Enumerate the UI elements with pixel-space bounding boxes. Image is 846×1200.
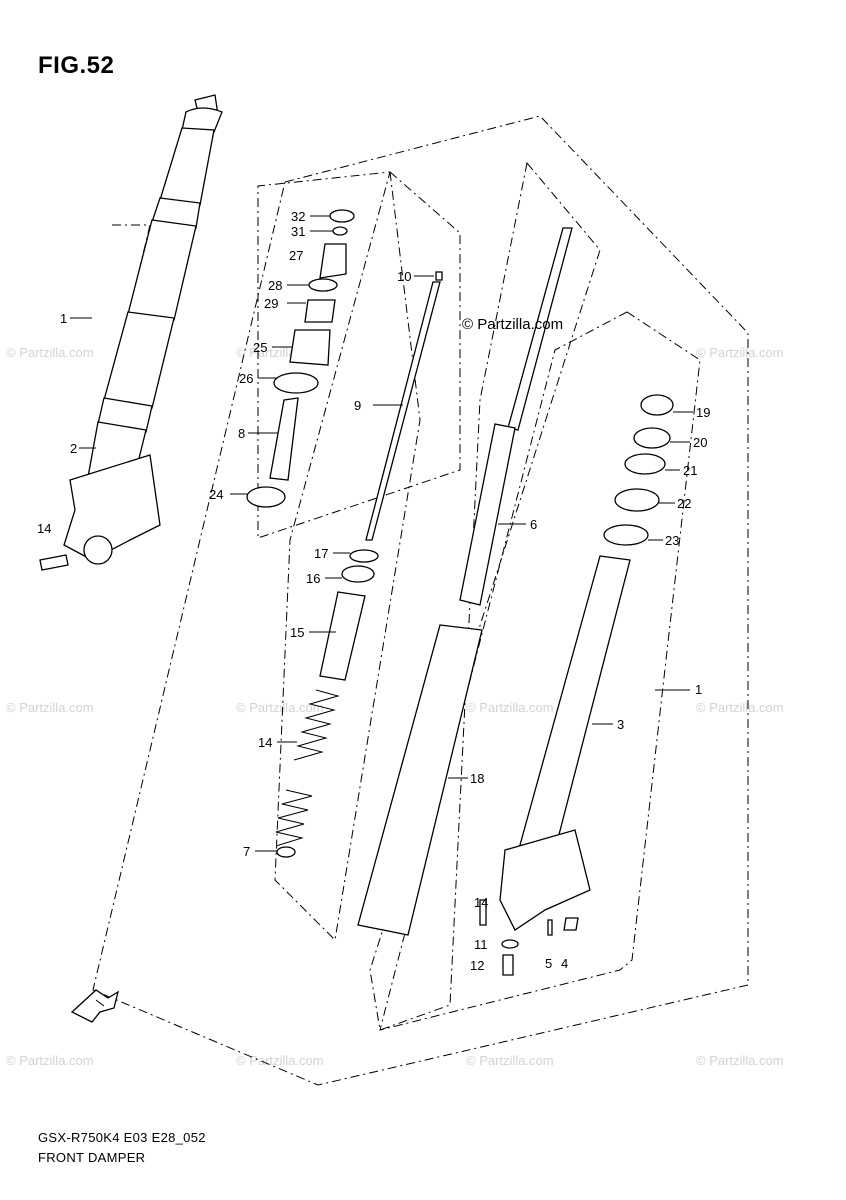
part-6-bolt <box>547 919 553 936</box>
part-label-20: 19 <box>696 405 710 420</box>
part-label-11: 10 <box>397 269 411 284</box>
outline-inner-tube-group <box>369 161 601 1031</box>
part-7-cartridge <box>507 227 573 431</box>
part-label-25: 24 <box>209 487 223 502</box>
part-label-12: 11 <box>474 937 488 952</box>
part-22-washer <box>624 453 666 475</box>
part-20-bushing <box>640 394 674 416</box>
outer-tube-group-parts <box>479 394 674 976</box>
part-label-3: 2 <box>70 441 77 456</box>
part-label-18: 17 <box>314 546 328 561</box>
watermark: © Partzilla.com <box>6 1053 94 1068</box>
part-label-28: 27 <box>289 248 303 263</box>
part-16-spacer <box>319 591 366 681</box>
part-label-24: 23 <box>665 533 679 548</box>
part-15-spring <box>293 689 340 761</box>
part-18-ring <box>349 549 379 563</box>
part-label-9: 8 <box>238 426 245 441</box>
part-label-26: 25 <box>253 340 267 355</box>
part-label-29: 28 <box>268 278 282 293</box>
part-30-collar <box>304 299 336 323</box>
part-5-plug <box>563 917 579 931</box>
copyright-notice: © Partzilla.com <box>462 316 564 333</box>
part-label-15: 14 <box>258 735 272 750</box>
watermark: © Partzilla.com <box>236 1053 324 1068</box>
outline-cap-group <box>257 171 461 539</box>
part-label-30: 29 <box>264 296 278 311</box>
part-label-7: 6 <box>530 517 537 532</box>
part-label-2: 1 <box>695 682 702 697</box>
part-label-16: 15 <box>290 625 304 640</box>
part-12-washer <box>501 939 519 949</box>
watermark: © Partzilla.com <box>466 700 554 715</box>
part-24-seal <box>603 524 649 546</box>
part-label-22: 21 <box>683 463 697 478</box>
part-29-o-ring <box>308 278 338 292</box>
cap-group-parts <box>246 209 355 508</box>
part-label-1: 1 <box>60 311 67 326</box>
part-15-spring-lower <box>275 789 313 847</box>
assembled-fork-left <box>39 94 223 571</box>
damper-group-parts <box>275 271 443 858</box>
watermark: © Partzilla.com <box>466 1053 554 1068</box>
inner-tube-group-parts <box>357 227 573 936</box>
part-label-4: 3 <box>617 717 624 732</box>
part-label-19: 18 <box>470 771 484 786</box>
part-label-21: 20 <box>693 435 707 450</box>
part-label-23: 22 <box>677 496 691 511</box>
part-label-17: 16 <box>306 571 320 586</box>
part-label-6: 5 <box>545 956 552 971</box>
watermark: © Partzilla.com <box>6 700 94 715</box>
part-label-31: 31 <box>291 224 305 239</box>
assembly-name: FRONT DAMPER <box>38 1150 146 1165</box>
part-2-axle-bracket <box>499 829 591 931</box>
part-23-clip <box>614 488 660 512</box>
watermark: © Partzilla.com <box>696 345 784 360</box>
part-label-5: 4 <box>561 956 568 971</box>
leader-lines <box>70 215 693 852</box>
outline-main-assembly <box>92 115 749 1086</box>
outline-damper-group <box>274 171 421 942</box>
part-21-bushing <box>633 427 671 449</box>
part-number-labels: 32 31 27 28 29 25 26 8 24 10 9 17 16 15 … <box>37 209 710 973</box>
figure-title: FIG.52 <box>38 52 115 79</box>
part-25-washer <box>246 486 286 508</box>
part-28-adjuster <box>319 243 347 279</box>
part-26-cap-bolt <box>289 329 331 366</box>
watermark: © Partzilla.com <box>696 700 784 715</box>
part-10-damper-rod <box>365 281 441 541</box>
part-32-washer <box>329 209 355 223</box>
part-9-rod <box>269 397 299 481</box>
front-direction-arrow-icon <box>70 989 120 1023</box>
part-31-ring <box>332 226 348 236</box>
part-label-8: 7 <box>243 844 250 859</box>
watermark: © Partzilla.com <box>696 1053 784 1068</box>
part-label-14-right: 14 <box>474 895 488 910</box>
part-8-clip <box>276 846 296 858</box>
outline-outer-tube-group <box>379 311 701 1031</box>
part-label-32: 32 <box>291 209 305 224</box>
part-27-o-ring <box>273 372 319 394</box>
part-17-seat <box>341 565 375 583</box>
part-7-cartridge-body <box>459 423 516 606</box>
part-label-13: 12 <box>470 958 484 973</box>
watermarks: © Partzilla.com © Partzilla.com © Partzi… <box>6 345 784 1068</box>
part-label-27: 26 <box>239 371 253 386</box>
model-code: GSX-R750K4 E03 E28_052 <box>38 1130 206 1145</box>
part-14-bolt <box>479 899 487 926</box>
part-19-inner-tube <box>357 624 483 936</box>
watermark: © Partzilla.com <box>236 700 324 715</box>
part-label-10: 9 <box>354 398 361 413</box>
part-label-14-left: 14 <box>37 521 51 536</box>
part-13-bolt <box>502 954 514 976</box>
watermark: © Partzilla.com <box>6 345 94 360</box>
part-11-nut <box>435 271 443 281</box>
